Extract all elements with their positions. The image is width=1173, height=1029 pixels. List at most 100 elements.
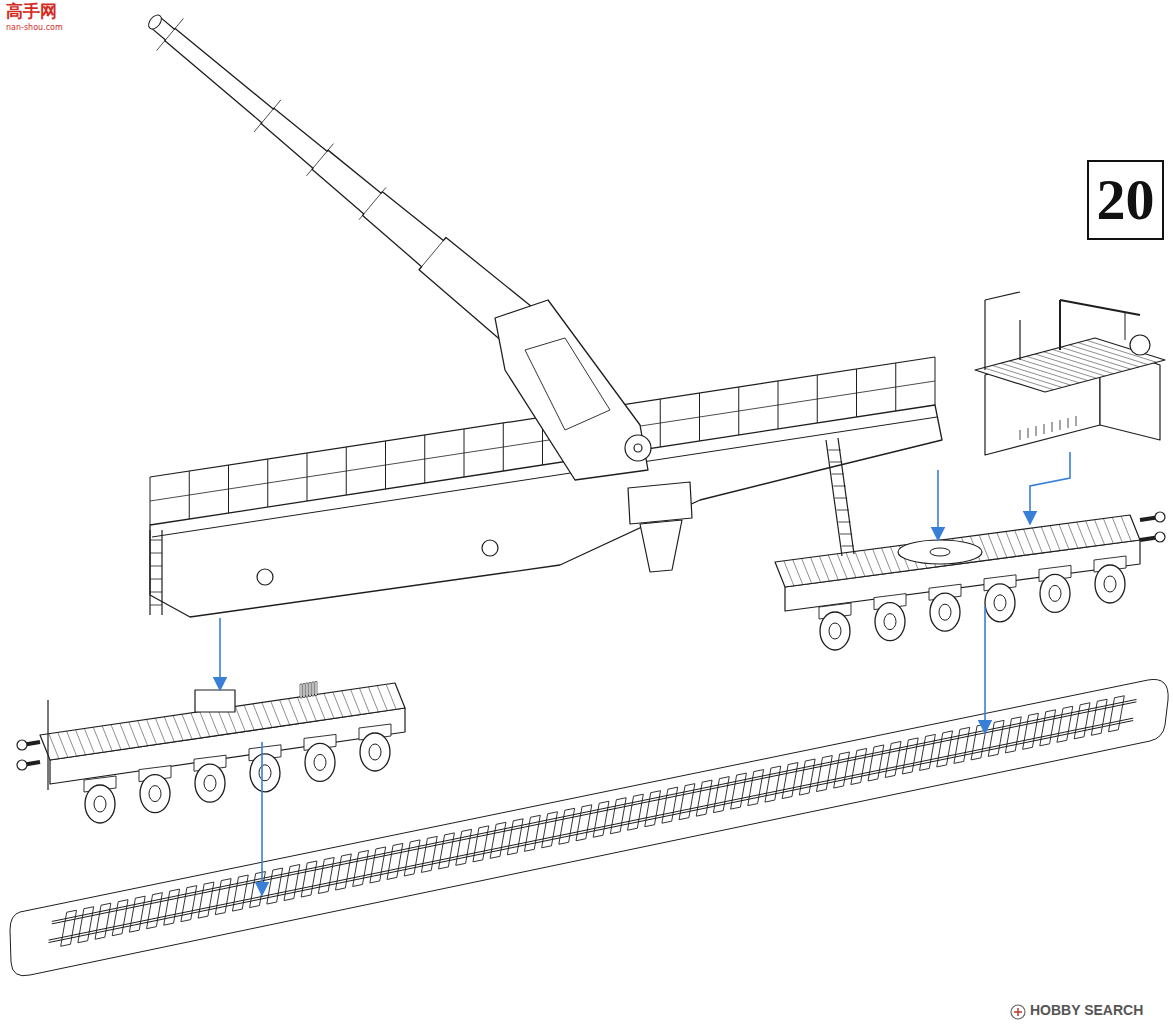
sleeper bbox=[439, 833, 455, 869]
wheel bbox=[85, 785, 115, 823]
deck-plate-line bbox=[209, 710, 219, 735]
sleeper bbox=[799, 759, 815, 795]
wheel-hub bbox=[94, 796, 106, 812]
sleeper bbox=[95, 903, 111, 939]
barrel-band bbox=[254, 100, 281, 132]
deck-plate-line bbox=[1086, 521, 1096, 546]
track-base bbox=[10, 679, 1168, 975]
wheel bbox=[140, 775, 170, 813]
sleeper bbox=[421, 836, 437, 872]
watermark-logos bbox=[1011, 1005, 1025, 1019]
deck-plate-line bbox=[1009, 361, 1079, 383]
deck-plate-line bbox=[129, 722, 139, 747]
deck-plate-line bbox=[1069, 345, 1139, 367]
deck-plate-line bbox=[244, 705, 254, 730]
sleeper bbox=[1057, 706, 1073, 742]
deck-plate-line bbox=[1026, 356, 1096, 378]
deck-plate-line bbox=[811, 557, 821, 582]
deck-plate-line bbox=[351, 690, 361, 715]
wheel bbox=[875, 603, 905, 641]
ladder-rung bbox=[150, 553, 162, 554]
gear-hub bbox=[634, 444, 642, 452]
deck-plate-line bbox=[306, 696, 316, 721]
sleeper bbox=[336, 854, 352, 890]
deck-plate-line bbox=[1059, 524, 1069, 549]
sleeper bbox=[920, 734, 936, 770]
deck-plate-line bbox=[992, 365, 1062, 387]
wheel-hub bbox=[1049, 585, 1061, 601]
deck-edge bbox=[152, 417, 937, 537]
deck-plate-line bbox=[882, 548, 892, 573]
deck-plate-line bbox=[1035, 354, 1105, 376]
logo-mark bbox=[1011, 1005, 1025, 1019]
pivot-mount bbox=[195, 690, 235, 712]
deck-plate-line bbox=[360, 688, 370, 713]
vent-slot bbox=[1044, 424, 1045, 434]
crane-hook bbox=[1125, 312, 1126, 340]
side-ladder bbox=[838, 438, 854, 554]
sleeper bbox=[765, 766, 781, 802]
deck-plate-line bbox=[280, 700, 290, 725]
end-ladder bbox=[161, 530, 162, 615]
deck-plate-line bbox=[315, 695, 325, 720]
ladder-rung bbox=[840, 534, 852, 535]
vent-slot bbox=[306, 683, 308, 697]
watermark: 高手网 bbox=[6, 2, 57, 21]
railing bbox=[985, 292, 1020, 300]
ladder-rung bbox=[830, 462, 842, 463]
deck-plate-line bbox=[1121, 516, 1131, 541]
sleeper bbox=[954, 727, 970, 763]
deck-plate-line bbox=[368, 687, 378, 712]
deck-plate-line bbox=[873, 549, 883, 574]
sleeper bbox=[731, 773, 747, 809]
instrument-box bbox=[628, 482, 692, 524]
wheel-hub bbox=[149, 786, 161, 802]
deck-plate-line bbox=[58, 732, 68, 757]
step-number-box: 20 bbox=[1087, 160, 1164, 240]
wheel-hub bbox=[994, 595, 1006, 611]
sleeper bbox=[370, 847, 386, 883]
sleeper bbox=[147, 893, 163, 929]
step-number: 20 bbox=[1097, 171, 1155, 229]
deck-plate-line bbox=[289, 699, 299, 724]
deck-plate-line bbox=[1041, 527, 1051, 552]
ladder-rung bbox=[150, 605, 162, 606]
deck-plate-line bbox=[342, 691, 352, 716]
vent-slot bbox=[1076, 416, 1077, 426]
sleeper bbox=[885, 741, 901, 777]
watermark: nan-shou.com bbox=[6, 24, 63, 33]
sleeper bbox=[576, 805, 592, 841]
deck-plate-line bbox=[988, 534, 998, 559]
sleeper bbox=[937, 731, 953, 767]
sleeper bbox=[1109, 696, 1125, 732]
sleeper bbox=[353, 850, 369, 886]
barrel bbox=[151, 17, 545, 353]
deck-plate-line bbox=[1061, 347, 1131, 369]
deck-plate-line bbox=[846, 553, 856, 578]
barrel-band bbox=[419, 237, 446, 269]
sleeper bbox=[318, 857, 334, 893]
ladder-rung bbox=[150, 566, 162, 567]
wheel-hub bbox=[884, 614, 896, 630]
deck-plate-line bbox=[1052, 349, 1122, 371]
elevation-gear bbox=[625, 435, 651, 461]
sleeper bbox=[61, 910, 77, 946]
assembly-arrow bbox=[261, 742, 263, 895]
deck-plate-line bbox=[76, 730, 86, 755]
buffer-head bbox=[17, 740, 27, 750]
sleeper bbox=[78, 907, 94, 943]
carriage-body bbox=[150, 405, 942, 617]
deck-plate-line bbox=[1018, 359, 1088, 381]
deck-plate-line bbox=[191, 713, 201, 738]
sleeper bbox=[902, 738, 918, 774]
vent-slot bbox=[1036, 426, 1037, 436]
sleeper bbox=[456, 829, 472, 865]
deck-plate-line bbox=[102, 726, 112, 751]
deck-plate-line bbox=[1112, 517, 1122, 542]
deck-plate-line bbox=[386, 684, 396, 709]
wheel-hub bbox=[369, 744, 381, 760]
sleeper bbox=[868, 745, 884, 781]
deck-plate-line bbox=[120, 723, 130, 748]
